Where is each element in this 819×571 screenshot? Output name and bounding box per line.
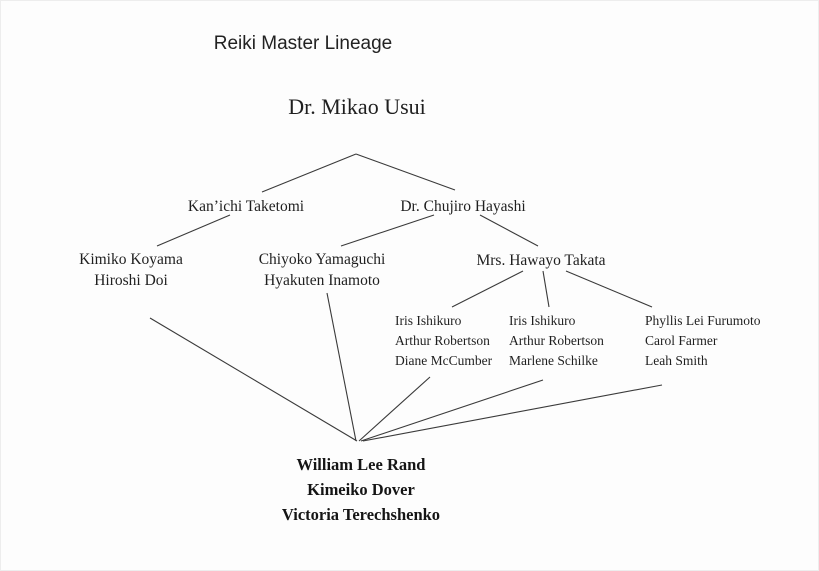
connector-takata-group3 — [565, 270, 653, 308]
node-kimeiko-dover: Kimeiko Dover — [307, 480, 415, 499]
node-koyama-doi: Kimiko Koyama Hiroshi Doi — [79, 249, 183, 291]
node-iris-ishikuro-2: Iris Ishikuro — [509, 313, 576, 328]
node-william-lee-rand: William Lee Rand — [296, 455, 426, 474]
node-victoria-terechshenko: Victoria Terechshenko — [281, 505, 441, 524]
node-iris-ishikuro-1: Iris Ishikuro — [395, 313, 462, 328]
node-chiyoko-yamaguchi: Chiyoko Yamaguchi — [258, 251, 386, 268]
node-phyllis-lei-furumoto: Phyllis Lei Furumoto — [645, 313, 761, 328]
node-rand-group: William Lee Rand Kimeiko Dover Victoria … — [282, 452, 440, 527]
connector-usui-taketomi — [261, 153, 357, 193]
node-group-mccumber: Iris Ishikuro Arthur Robertson Diane McC… — [395, 311, 492, 371]
connector-group1-rand — [358, 376, 431, 442]
connector-hayashi-yamaguchi — [340, 214, 435, 247]
connector-usui-hayashi — [355, 153, 456, 191]
connector-koyama-rand — [149, 317, 358, 442]
node-group-schilke: Iris Ishikuro Arthur Robertson Marlene S… — [509, 311, 604, 371]
node-hyakuten-inamoto: Hyakuten Inamoto — [264, 272, 380, 289]
node-yamaguchi-inamoto: Chiyoko Yamaguchi Hyakuten Inamoto — [259, 249, 386, 291]
node-group-furumoto: Phyllis Lei Furumoto Carol Farmer Leah S… — [645, 311, 761, 371]
node-diane-mccumber: Diane McCumber — [395, 353, 493, 368]
node-hiroshi-doi: Hiroshi Doi — [94, 272, 168, 289]
connector-takata-group2 — [542, 270, 550, 308]
connector-hayashi-takata — [479, 214, 539, 247]
connector-taketomi-koyama — [156, 214, 231, 247]
node-kanichi-taketomi: Kan’ichi Taketomi — [187, 198, 305, 215]
node-arthur-robertson-2: Arthur Robertson — [509, 333, 604, 348]
node-leah-smith: Leah Smith — [645, 353, 708, 368]
connector-yamaguchi-rand — [326, 292, 357, 442]
node-hawayo-takata: Mrs. Hawayo Takata — [476, 252, 606, 269]
connector-group2-rand — [360, 379, 544, 442]
node-carol-farmer: Carol Farmer — [645, 333, 718, 348]
connector-takata-group1 — [451, 270, 524, 308]
node-chujiro-hayashi: Dr. Chujiro Hayashi — [400, 198, 526, 215]
node-marlene-schilke: Marlene Schilke — [509, 353, 598, 368]
node-mikao-usui: Dr. Mikao Usui — [288, 94, 426, 119]
page-title: Reiki Master Lineage — [213, 33, 393, 54]
node-arthur-robertson-1: Arthur Robertson — [395, 333, 490, 348]
node-kimiko-koyama: Kimiko Koyama — [79, 251, 183, 268]
connector-group3-rand — [362, 384, 663, 442]
